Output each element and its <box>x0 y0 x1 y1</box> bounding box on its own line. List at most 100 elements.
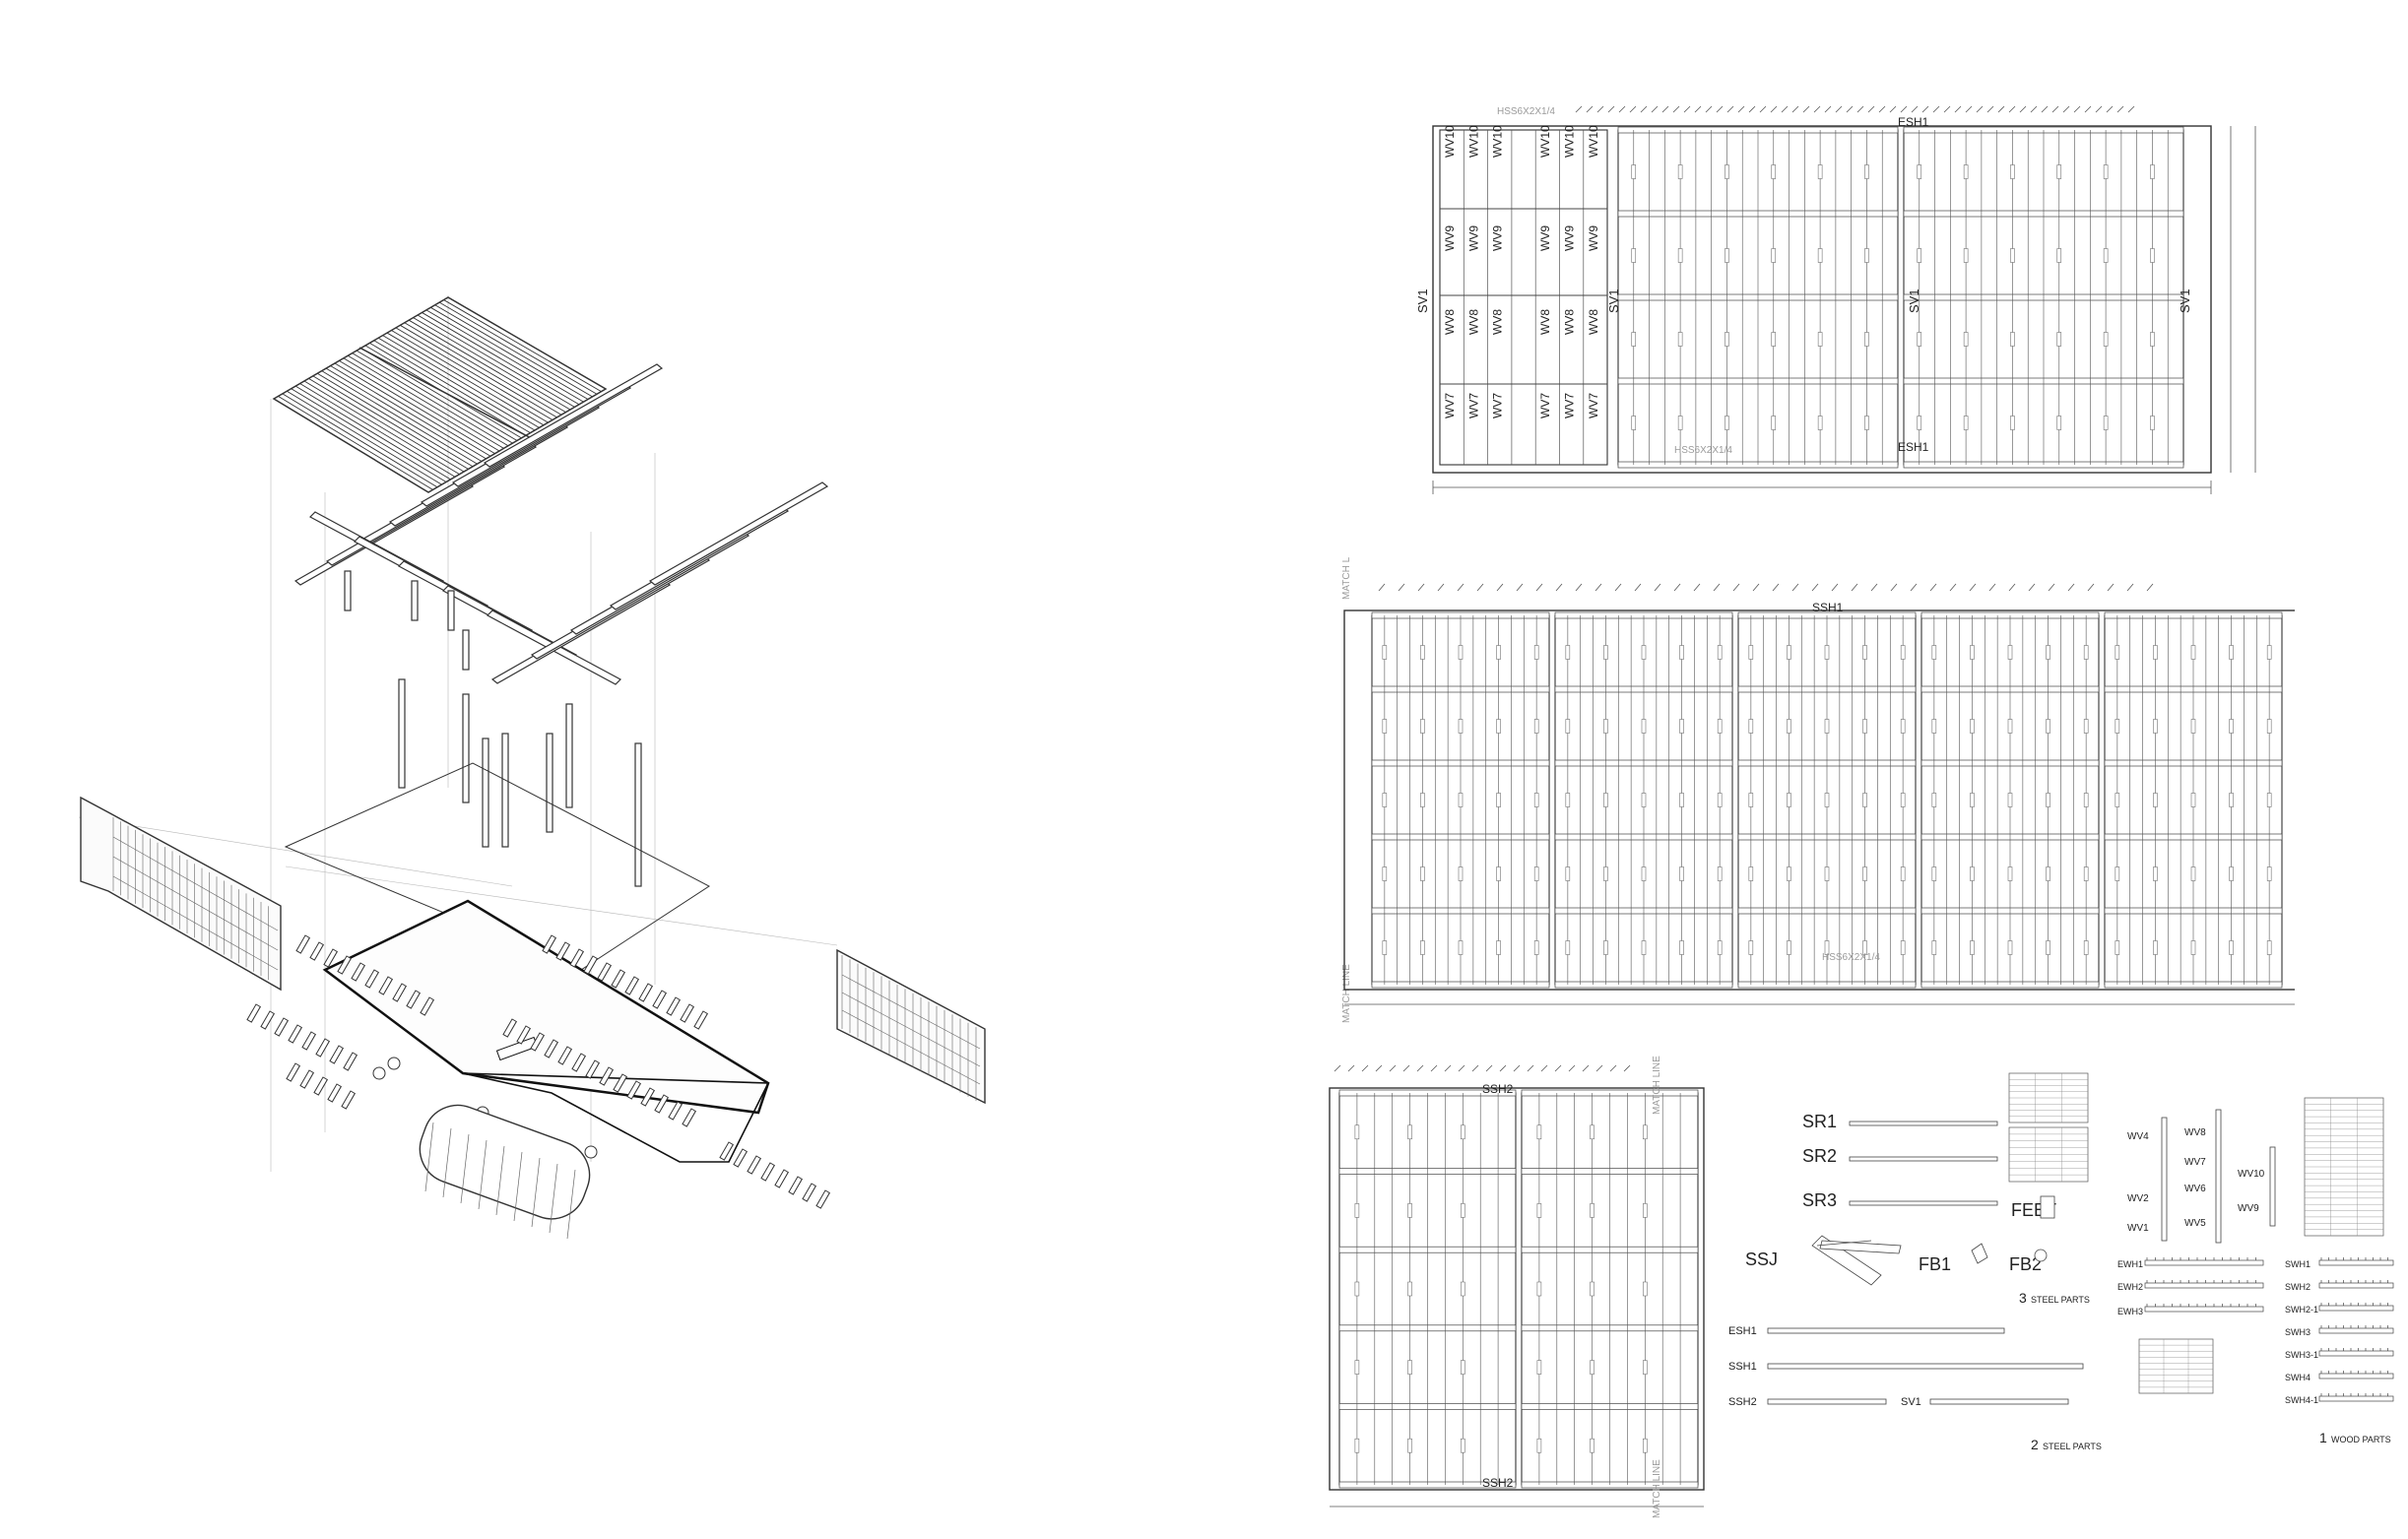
wv-panel-tag: WV9 <box>1491 225 1505 251</box>
wv-panel-tag: WV8 <box>1491 309 1505 335</box>
wv1-label: WV1 <box>2127 1223 2149 1234</box>
wv-panel-tag: WV8 <box>1443 309 1457 335</box>
wv7-label: WV7 <box>2184 1157 2206 1168</box>
wv9-label: WV9 <box>2238 1203 2259 1214</box>
ssj-label: SSJ <box>1745 1250 1778 1269</box>
esh1-tag-bottom: ESH1 <box>1898 440 1929 454</box>
steel-frame-bays <box>1617 126 2184 469</box>
east-wall-panel <box>836 948 986 1105</box>
wv-panel-tag: WV9 <box>1563 225 1577 251</box>
wv-panel-tag: WV7 <box>1443 393 1457 418</box>
framing-elevation-2: MATCH LINE MATCH LINE SSH1 HSS6X2X1/4 <box>1341 556 2295 1023</box>
sv1-tag-a: SV1 <box>1418 289 1430 313</box>
steel-parts-title: STEEL PARTS <box>2031 1295 2090 1305</box>
ssh1-part-label: SSH1 <box>1728 1361 1757 1373</box>
steel-parts-schedule: SR1 SR2 SR3 SSJ FB1 FB2 FEET 3 STEEL PAR… <box>1728 1072 2102 1452</box>
sr2-label: SR2 <box>1802 1146 1837 1166</box>
wv-panel-tag: WV9 <box>1538 225 1552 251</box>
ssh1-tag: SSH1 <box>1812 601 1844 614</box>
west-wall-panel <box>80 796 282 992</box>
steel-parts-table <box>2008 1072 2089 1183</box>
wv2-label: WV2 <box>2127 1193 2149 1204</box>
floor-platform <box>284 762 770 1163</box>
corrugated-roof <box>272 296 608 493</box>
wv-panel-tag: WV10 <box>1491 125 1505 158</box>
water-tank <box>419 1104 591 1240</box>
match-line-tag-d: MATCH LINE <box>1652 1056 1662 1115</box>
esh1-part-label: ESH1 <box>1728 1325 1757 1337</box>
wood-parts-schedule: WV4 WV2 WV1 WV8 WV7 WV6 WV5 WV10 WV9 EWH… <box>2117 1097 2394 1445</box>
hss-tag-top: HSS6X2X1/4 <box>1497 106 1555 117</box>
wv-panel-tag: WV7 <box>1587 393 1600 418</box>
swh2-label: SWH2 <box>2285 1282 2310 1292</box>
framing-elevation-3: SSH2 SSH2 MATCH LINE MATCH LINE <box>1329 1056 1705 1518</box>
wv8-label: WV8 <box>2184 1127 2206 1138</box>
match-line-tag-c: MATCH LINE <box>1652 1459 1662 1518</box>
hss-tag-mid: HSS6X2X1/4 <box>1822 952 1880 963</box>
ssh2-tag-top: SSH2 <box>1482 1082 1514 1096</box>
steel-parts-number: 3 <box>2019 1290 2027 1306</box>
ewh1-label: EWH1 <box>2117 1259 2143 1269</box>
wv10-label: WV10 <box>2238 1169 2265 1180</box>
wv4-label: WV4 <box>2127 1131 2149 1142</box>
wood-parts-table <box>2304 1097 2384 1237</box>
esh1-tag-top: ESH1 <box>1898 115 1929 129</box>
wv-panel-tag: WV7 <box>1491 393 1505 418</box>
ewh2-label: EWH2 <box>2117 1282 2143 1292</box>
steel-frame-bays <box>1371 611 2283 989</box>
match-line-tag-b: MATCH LINE <box>1341 964 1352 1023</box>
swh4-1-label: SWH4-1 <box>2285 1395 2318 1405</box>
long-member-drawings <box>1767 1327 2084 1405</box>
foundation-blocks <box>246 934 831 1209</box>
wv-panel-tag: WV10 <box>1563 125 1577 158</box>
wood-vertical-drawings <box>2161 1109 2276 1244</box>
ewh3-label: EWH3 <box>2117 1307 2143 1316</box>
wood-horizontal-drawings-right <box>2318 1257 2394 1402</box>
steel-frame-bays <box>1338 1089 1699 1489</box>
sv1-tag-d: SV1 <box>2178 289 2192 313</box>
roof-beam-grid <box>293 363 829 685</box>
wv-panel-tag: WV7 <box>1563 393 1577 418</box>
wv-panel-tag: WV10 <box>1538 125 1552 158</box>
sv1-tag-c: SV1 <box>1907 289 1921 313</box>
fb2-label: FB2 <box>2009 1254 2042 1274</box>
swh4-label: SWH4 <box>2285 1373 2310 1382</box>
wv-panel-tag: WV7 <box>1538 393 1552 418</box>
wv-panel-tag: WV8 <box>1466 309 1480 335</box>
sv1-tag-b: SV1 <box>1606 289 1621 313</box>
wv-panel-tag: WV9 <box>1587 225 1600 251</box>
wood-horizontal-drawings <box>2144 1257 2264 1313</box>
wv-panel-tag: WV10 <box>1587 125 1600 158</box>
swh2-1-label: SWH2-1 <box>2285 1305 2318 1315</box>
wv5-label: WV5 <box>2184 1218 2206 1229</box>
swh3-label: SWH3 <box>2285 1327 2310 1337</box>
wv-panel-tag: WV8 <box>1587 309 1600 335</box>
wv-panel-tag: WV8 <box>1538 309 1552 335</box>
framing-elevation-1: HSS6X2X1/4 WV10WV9WV8WV7WV10WV9WV8WV7WV1… <box>1418 105 2256 494</box>
ssh2-tag-bottom: SSH2 <box>1482 1476 1514 1490</box>
sr1-label: SR1 <box>1802 1112 1837 1131</box>
ssh2-part-label: SSH2 <box>1728 1396 1757 1408</box>
swh1-label: SWH1 <box>2285 1259 2310 1269</box>
swh3-1-label: SWH3-1 <box>2285 1350 2318 1360</box>
sr3-label: SR3 <box>1802 1190 1837 1210</box>
wv-panel-tag: WV7 <box>1466 393 1480 418</box>
exploded-axonometric-drawing <box>78 295 986 1240</box>
wv-panel-tag: WV10 <box>1466 125 1480 158</box>
wood-qty-table <box>2138 1338 2214 1394</box>
wood-parts-title: WOOD PARTS <box>2331 1435 2391 1444</box>
wv-panel-tag: WV10 <box>1443 125 1457 158</box>
sv1-part-label: SV1 <box>1901 1396 1921 1408</box>
steel-parts-2-number: 2 <box>2031 1437 2039 1452</box>
hss-tag-bottom: HSS6X2X1/4 <box>1674 445 1732 456</box>
steel-parts-2-title: STEEL PARTS <box>2043 1442 2102 1451</box>
fb1-label: FB1 <box>1919 1254 1951 1274</box>
match-line-tag-a: MATCH LINE <box>1341 556 1352 600</box>
wv-panel-tag: WV9 <box>1443 225 1457 251</box>
wv6-label: WV6 <box>2184 1184 2206 1194</box>
steel-rod-drawings <box>1811 1121 2055 1286</box>
wv-panel-tag: WV9 <box>1466 225 1480 251</box>
wood-parts-number: 1 <box>2319 1430 2327 1445</box>
steel-columns <box>344 570 642 887</box>
